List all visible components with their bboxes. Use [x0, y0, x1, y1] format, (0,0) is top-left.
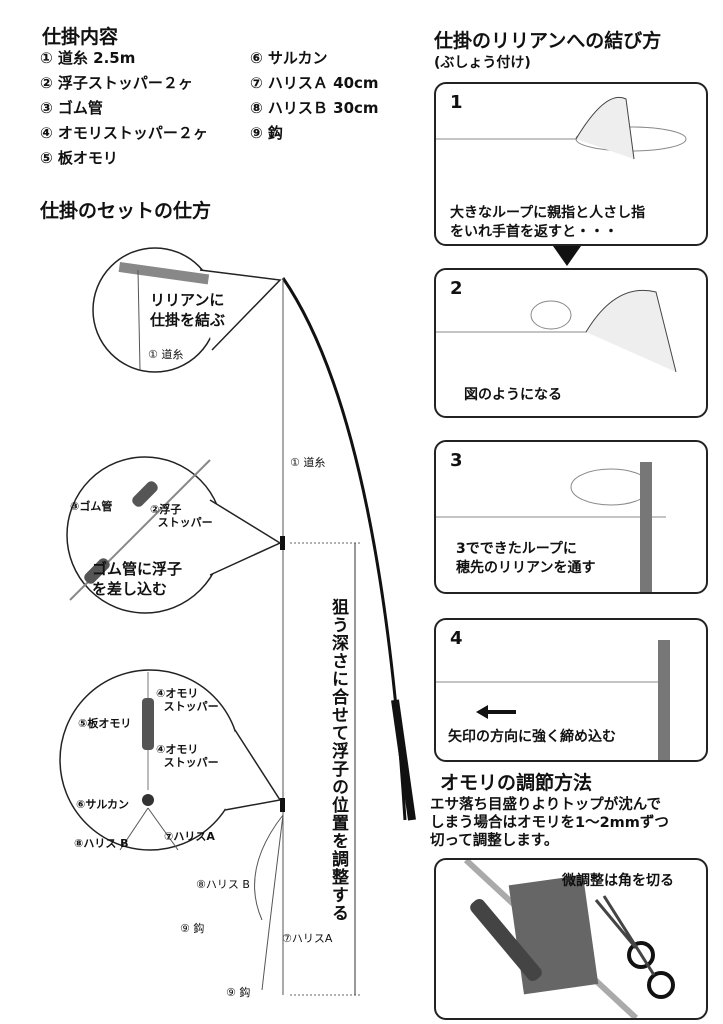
step-number: 4 [450, 628, 463, 649]
step-text: 矢印の方向に強く締め込む [448, 728, 616, 747]
knot-subtitle: (ぶしょう付け) [434, 55, 531, 71]
haris-b-label: ⑧ハリス B [196, 878, 250, 891]
sinker-label: ⑤板オモリ [78, 717, 132, 730]
float-stopper-label: ②浮子 ストッパー [150, 503, 213, 529]
step-panel-1: 1 大きなループに親指と人さし指 をいれ手首を返すと・・・ [434, 82, 708, 246]
contents-list-right: ⑥ サルカン ⑦ ハリスＡ 40cm ⑧ ハリスＢ 30cm ⑨ 鈎 [250, 46, 379, 146]
list-item: ⑨ 鈎 [250, 124, 283, 142]
knot-title: 仕掛のリリアンへの結び方 [434, 30, 662, 52]
list-item: ③ ゴム管 [40, 99, 103, 117]
list-item: ① 道糸 2.5m [40, 49, 136, 67]
step-text: 大きなループに親指と人さし指 をいれ手首を返すと・・・ [450, 204, 646, 242]
step-panel-3: 3 3でできたループに 穂先のリリアンを通す [434, 440, 708, 594]
setup-title: 仕掛のセットの仕方 [40, 200, 212, 222]
main-line-label: ① 道糸 [290, 456, 326, 469]
step-number: 1 [450, 92, 463, 113]
list-item: ② 浮子ストッパー２ヶ [40, 74, 193, 92]
circle2-text: ゴム管に浮子 を差し込む [92, 560, 183, 598]
swivel-label: ⑥サルカン [76, 798, 129, 811]
step-panel-4: 4 矢印の方向に強く締め込む [434, 618, 708, 762]
list-item: ④ オモリストッパー２ヶ [40, 124, 208, 142]
list-item: ⑥ サルカン [250, 49, 328, 67]
adjust-text: エサ落ち目盛りよりトップが沈んで しまう場合はオモリを1～2mmずつ 切って調整… [430, 797, 669, 849]
hook-a-label: ⑨ 鈎 [226, 986, 251, 999]
list-item: ⑧ ハリスＢ 30cm [250, 99, 379, 117]
float-tube [280, 536, 285, 550]
circle1-text: リリアンに 仕掛を結ぶ [150, 291, 226, 329]
step-number: 2 [450, 278, 463, 299]
circle3-haris-a-label: ⑦ハリスA [164, 830, 215, 843]
step-text: 3でできたループに 穂先のリリアンを通す [456, 540, 596, 578]
adjust-note: 微調整は角を切る [562, 873, 674, 889]
contents-list-left: ① 道糸 2.5m ② 浮子ストッパー２ヶ ③ ゴム管 ④ オモリストッパー２ヶ… [40, 46, 208, 171]
adjust-title: オモリの調節方法 [440, 772, 593, 794]
haris-a-label: ⑦ハリスA [282, 932, 333, 945]
sinker [280, 798, 285, 812]
tube-label: ③ゴム管 [70, 500, 113, 513]
circle1-line-label: ① 道糸 [148, 348, 184, 361]
contents-title: 仕掛内容 [42, 26, 119, 48]
haris-b [254, 814, 284, 921]
down-arrow-icon [553, 246, 581, 266]
sinker-stopper-label-2: ④オモリ ストッパー [156, 743, 219, 769]
adjust-panel: 微調整は角を切る [434, 858, 708, 1020]
haris-a [261, 814, 284, 991]
depth-note: 狙う深さに合せて浮子の位置を調整する [328, 598, 348, 922]
sinker-stopper-label-1: ④オモリ ストッパー [156, 687, 219, 713]
circle3-haris-b-label: ⑧ハリス B [74, 837, 129, 850]
list-item: ⑤ 板オモリ [40, 149, 118, 167]
step-panel-2: 2 図のようになる [434, 268, 708, 418]
list-item: ⑦ ハリスＡ 40cm [250, 74, 379, 92]
rod-grip [391, 699, 416, 821]
hook-b-label: ⑨ 鈎 [180, 922, 205, 935]
step-text: 図のようになる [464, 386, 562, 405]
step-number: 3 [450, 450, 463, 471]
scissors-illustration [463, 860, 675, 1018]
